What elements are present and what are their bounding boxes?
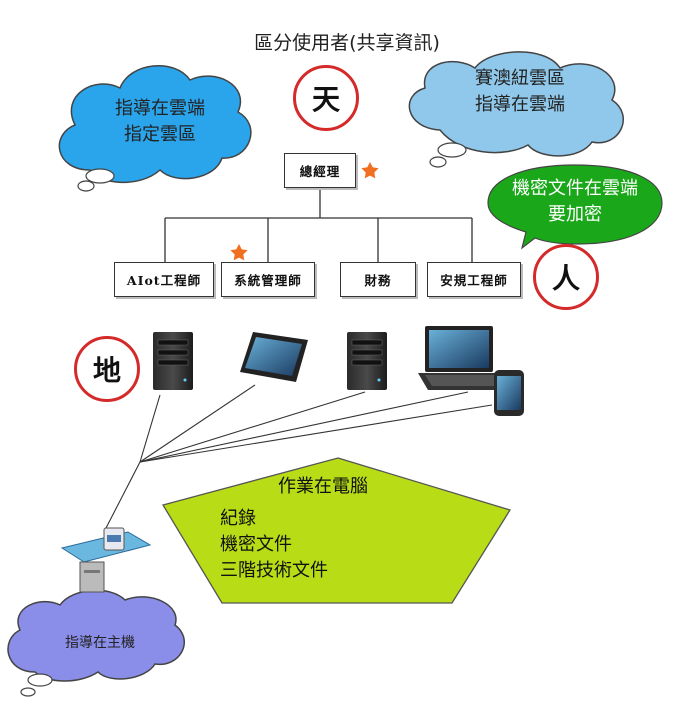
laptop-icon — [418, 326, 510, 390]
pentagon-item: 紀錄 — [220, 508, 256, 529]
org-connectors — [164, 188, 473, 262]
speech-bubble-text: 機密文件在雲端 要加密 — [490, 176, 660, 228]
speech-bubble-line: 要加密 — [548, 204, 602, 225]
pentagon-item: 三階技術文件 — [220, 560, 328, 581]
network-lines — [104, 384, 493, 531]
work-pentagon — [161, 457, 512, 604]
cloud-left-line: 指導在雲端 — [115, 98, 205, 119]
cloud-left-text: 指導在雲端 指定雲區 — [70, 96, 250, 148]
org-box-aiot-engineer: AIot工程師 — [114, 262, 214, 297]
tablet-icon — [240, 332, 308, 382]
pentagon-items: 紀錄 機密文件 三階技術文件 — [220, 506, 328, 584]
host-computer-icon — [60, 527, 152, 593]
diagram-title: 區分使用者(共享資訊) — [254, 32, 440, 54]
cloud-bottom-line: 指導在主機 — [65, 635, 135, 651]
speech-bubble-line: 機密文件在雲端 — [512, 178, 638, 199]
cloud-right — [408, 51, 624, 168]
speech-bubble-green — [487, 164, 663, 250]
server-icon — [347, 332, 387, 390]
cloud-bottom-text: 指導在主機 — [20, 630, 180, 656]
org-box-finance: 財務 — [340, 262, 416, 297]
org-box-system-admin: 系統管理師 — [221, 262, 315, 297]
circle-earth: 地 — [74, 336, 140, 402]
cloud-bottom — [7, 589, 185, 697]
cloud-right-line: 賽澳紐雲區 — [475, 68, 565, 89]
org-box-general-manager: 總經理 — [284, 153, 356, 188]
phone-icon — [494, 370, 524, 416]
server-icon — [153, 332, 193, 390]
pentagon-item: 機密文件 — [220, 534, 292, 555]
star-icon — [361, 162, 379, 179]
star-icon — [230, 244, 248, 261]
circle-person: 人 — [533, 244, 599, 310]
circle-sky: 天 — [293, 65, 359, 131]
cloud-left-line: 指定雲區 — [124, 124, 196, 145]
cloud-right-line: 指導在雲端 — [475, 94, 565, 115]
cloud-right-text: 賽澳紐雲區 指導在雲端 — [430, 66, 610, 118]
pentagon-heading: 作業在電腦 — [278, 476, 368, 497]
cloud-left — [58, 65, 252, 192]
org-box-safety-engineer: 安規工程師 — [427, 262, 521, 297]
